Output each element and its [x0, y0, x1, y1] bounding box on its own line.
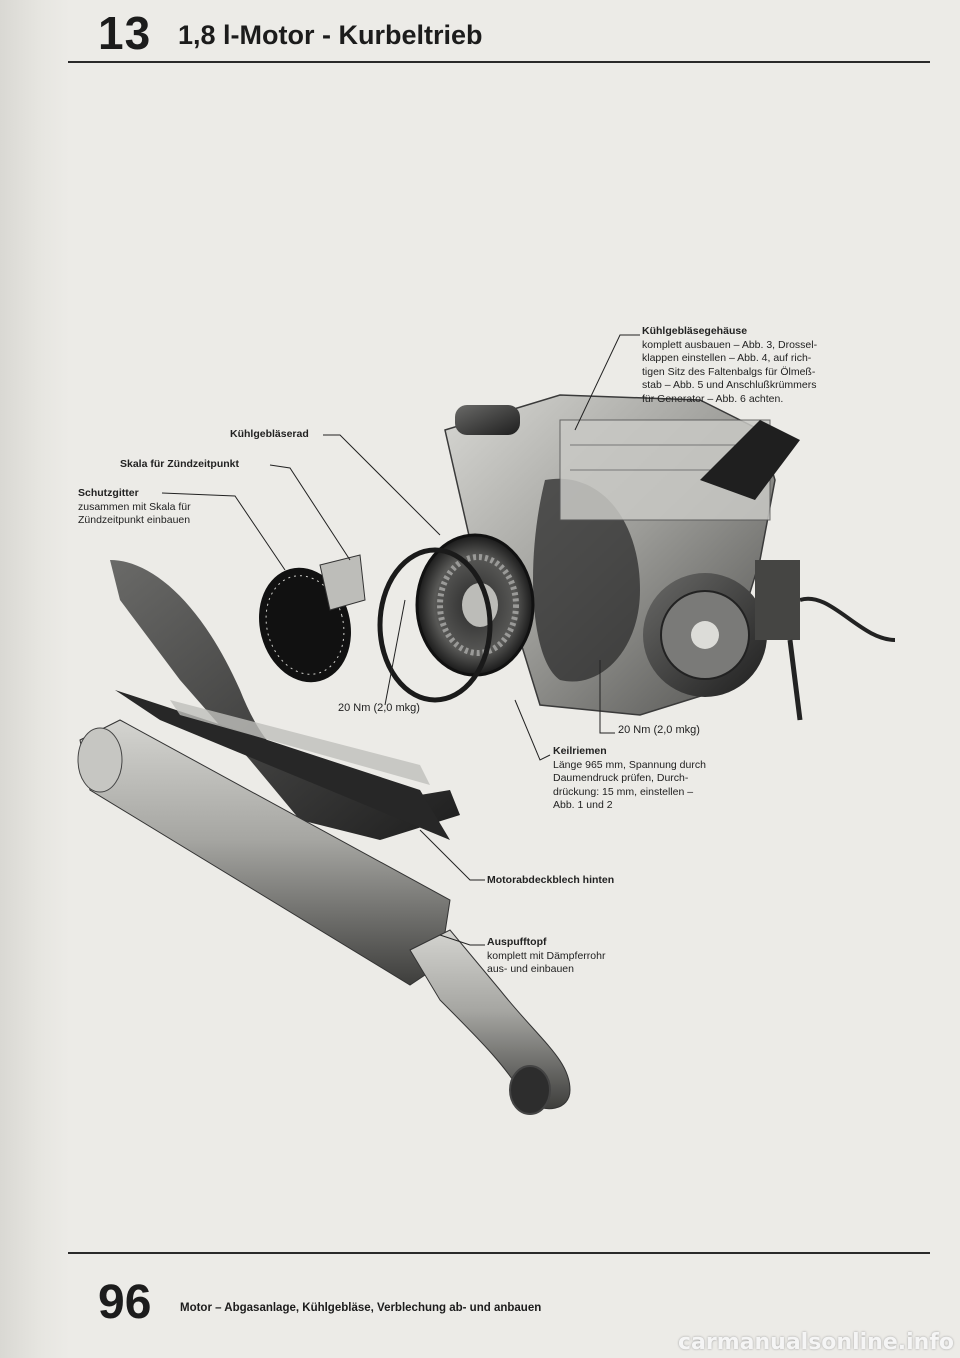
rear-engine-cover-plate — [110, 560, 460, 840]
label-title: Schutzgitter — [78, 487, 139, 499]
chapter-number: 13 — [98, 7, 152, 59]
label-schutzgitter: Schutzgitter zusammen mit Skala für Zünd… — [78, 487, 238, 528]
header-rule — [68, 61, 930, 63]
page-number: 96 — [98, 1276, 152, 1329]
label-title: Kühlgebläsegehäuse — [642, 325, 748, 337]
muffler — [77, 719, 571, 1115]
label-title: Skala für Zündzeitpunkt — [120, 458, 240, 470]
exploded-view-illustration — [77, 334, 896, 1115]
torque-label-right: 20 Nm (2,0 mkg) — [618, 724, 700, 736]
page-gutter — [0, 0, 70, 1358]
label-title: Kühlgebläserad — [230, 428, 309, 440]
leader-lines — [161, 334, 640, 946]
label-body: komplett mit Dämpferrohr aus- und einbau… — [487, 949, 606, 976]
label-skala: Skala für Zündzeitpunkt — [120, 458, 239, 472]
label-title: Keilriemen — [553, 745, 607, 757]
timing-scale-plate — [319, 554, 366, 611]
generator — [643, 560, 803, 721]
footer-text: Motor – Abgasanlage, Kühlgebläse, Verble… — [180, 1302, 542, 1314]
footer-rule — [68, 1252, 930, 1254]
site-watermark[interactable]: carmanualsonline.info — [678, 1330, 954, 1355]
label-keilriemen: Keilriemen Länge 965 mm, Spannung durch … — [553, 745, 783, 813]
label-body: komplett ausbauen – Abb. 3, Drossel- kla… — [642, 338, 818, 405]
label-body: Länge 965 mm, Spannung durch Daumendruck… — [553, 758, 706, 812]
torque-label-left: 20 Nm (2,0 mkg) — [338, 702, 420, 714]
v-belt — [377, 547, 493, 703]
label-auspufftopf: Auspufftopf komplett mit Dämpferrohr aus… — [487, 936, 687, 977]
label-title: Auspufftopf — [487, 936, 547, 948]
label-motorabdeckblech: Motorabdeckblech hinten — [487, 874, 614, 888]
label-kuehlgeblaeserad: Kühlgebläserad — [230, 428, 309, 442]
label-body: zusammen mit Skala für Zündzeitpunkt ein… — [78, 500, 191, 527]
cooling-fan-wheel — [415, 533, 535, 677]
label-kuehlgeblaesegehaeuse: Kühlgebläsegehäuse komplett ausbauen – A… — [642, 325, 922, 406]
chapter-title: 1,8 l-Motor - Kurbeltrieb — [178, 20, 483, 50]
label-title: Motorabdeckblech hinten — [487, 874, 615, 886]
